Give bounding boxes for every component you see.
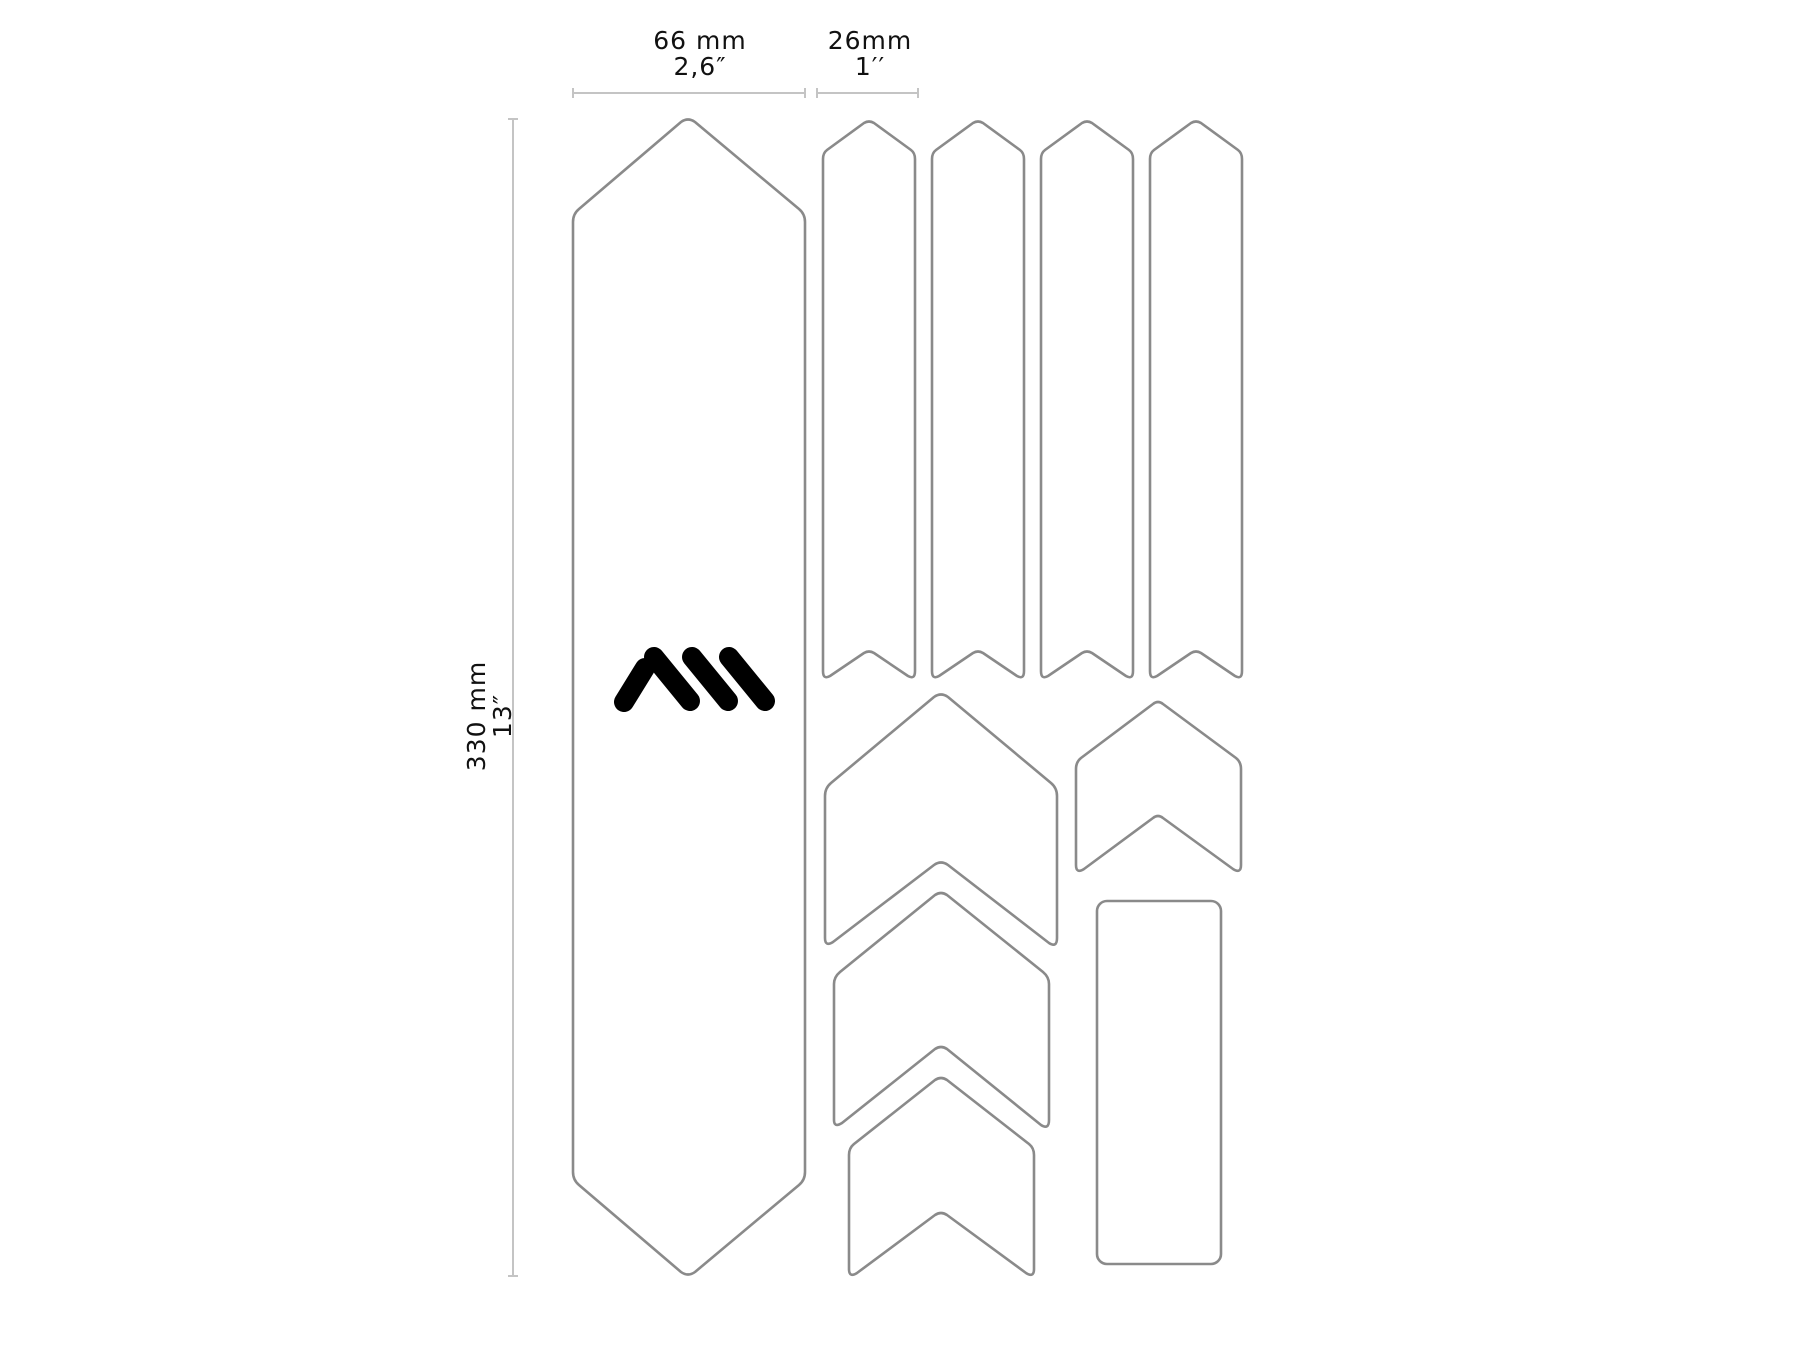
height-label: 330 mm 13″: [462, 636, 517, 796]
piece-rectangle: [1095, 899, 1223, 1266]
width-large-metric: 66 mm: [653, 26, 747, 55]
height-metric: 330 mm: [462, 660, 491, 772]
height-imperial: 13″: [488, 693, 517, 739]
piece-large-chevron: [823, 693, 1059, 946]
piece-narrow-strip-3: [1039, 120, 1135, 679]
width-large-imperial: 2,6″: [673, 52, 727, 81]
brand-logo-icon: [614, 647, 775, 712]
dimension-lines: [508, 88, 919, 1277]
piece-small-chevron-bottom: [847, 1076, 1036, 1277]
width-strip-imperial: 1′′: [854, 52, 886, 81]
height-dimension: [508, 118, 518, 1277]
width-label-strip: 26mm 1′′: [810, 28, 930, 80]
width-label-large: 66 mm 2,6″: [620, 28, 780, 80]
width-strip-metric: 26mm: [827, 26, 913, 55]
piece-narrow-strip-2: [930, 120, 1026, 679]
piece-small-chevron-right: [1074, 700, 1243, 873]
width-dimension-strip: [816, 88, 919, 98]
piece-narrow-strip-1: [821, 120, 917, 679]
piece-medium-chevron: [832, 891, 1051, 1128]
width-dimension-large: [572, 88, 806, 98]
piece-large-hexagon: [571, 118, 807, 1276]
piece-narrow-strip-4: [1148, 120, 1244, 679]
